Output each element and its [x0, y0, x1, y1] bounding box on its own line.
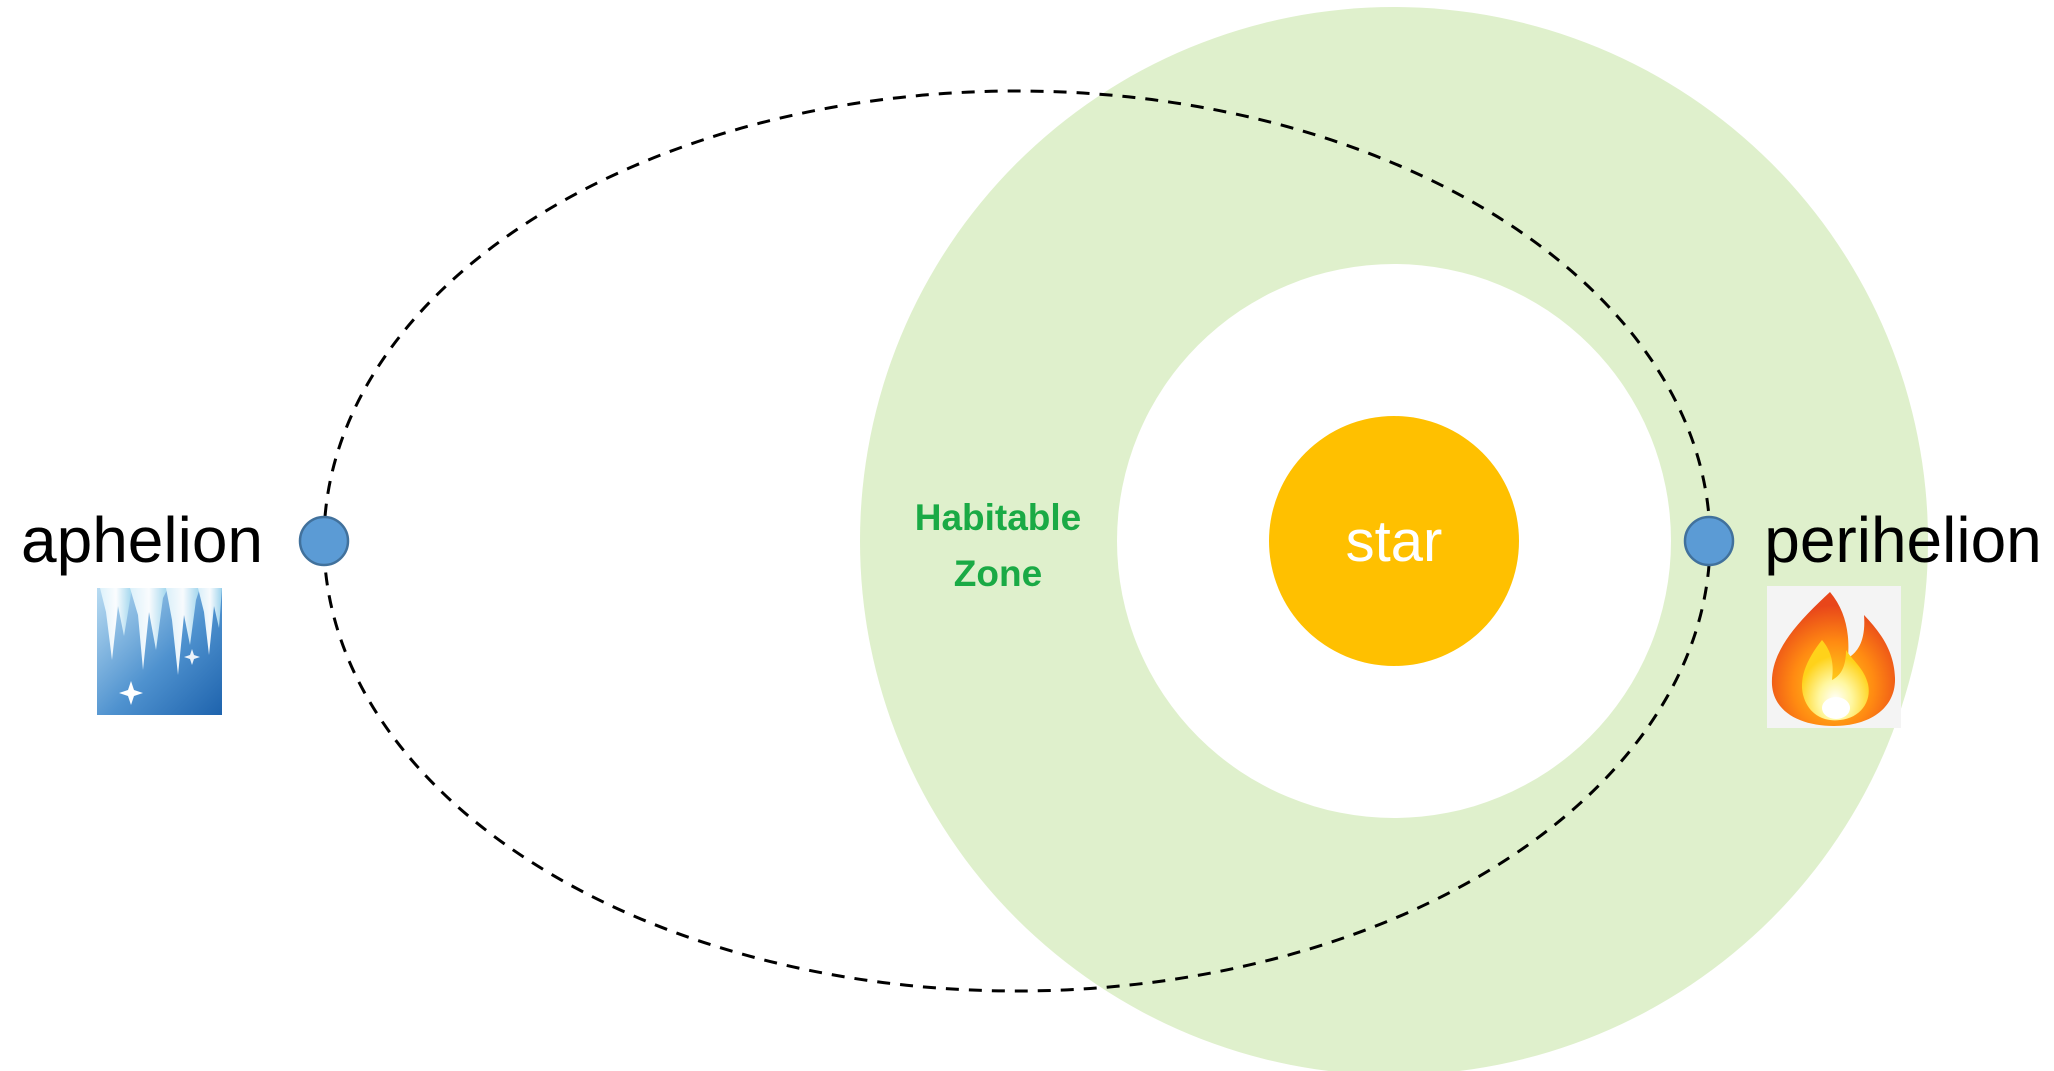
star-label: star	[1346, 509, 1443, 574]
planet-aphelion	[298, 515, 350, 567]
aphelion-label: aphelion	[21, 504, 263, 576]
habitable-zone-label-2: Zone	[954, 553, 1042, 594]
star	[1269, 416, 1519, 666]
planet-perihelion	[1683, 515, 1735, 567]
habitable-zone-label: Habitable	[915, 497, 1082, 538]
fire-icon	[1767, 586, 1901, 728]
perihelion-label: perihelion	[1764, 504, 2042, 576]
icicles-icon	[97, 588, 222, 715]
